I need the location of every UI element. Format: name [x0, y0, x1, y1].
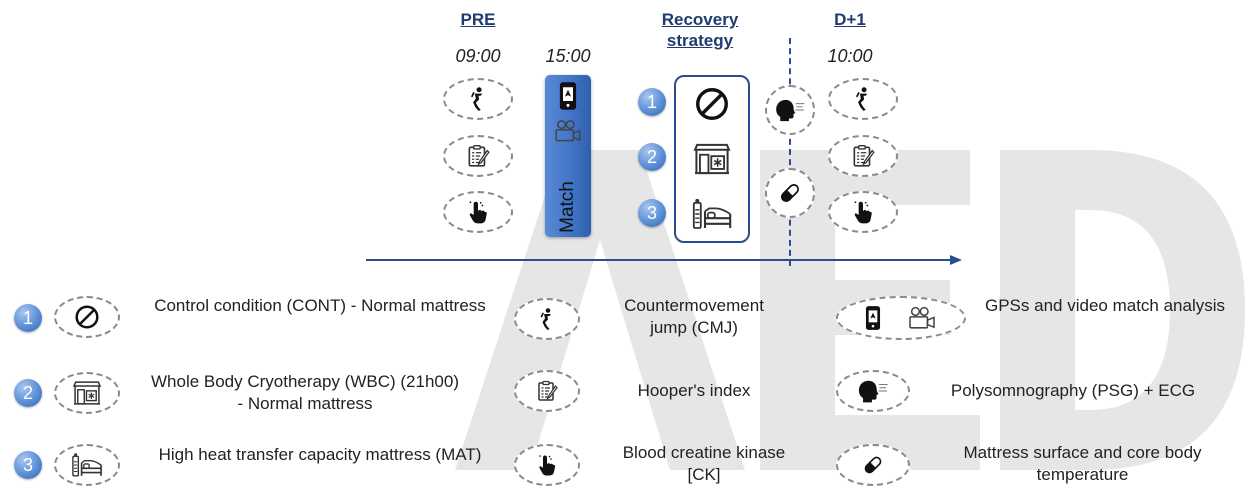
bed-mattress-icon: [691, 197, 733, 231]
legend-psg-oval: [836, 370, 910, 412]
video-camera-icon: [906, 306, 938, 330]
cryo-chamber-icon: [71, 380, 103, 406]
recovery-strategy-box: [674, 75, 750, 243]
legend-number-1: 1: [14, 304, 42, 332]
match-bar: Match: [545, 75, 591, 237]
strategy-number-3: 3: [638, 199, 666, 227]
night-divider: [789, 38, 791, 266]
prohibited-icon: [74, 304, 100, 330]
legend-cmj-text: Countermovement jump (CMJ): [624, 296, 764, 337]
legend-number-3: 3: [14, 451, 42, 479]
gps-phone-icon: [864, 305, 882, 331]
jump-icon: [465, 86, 491, 112]
legend-hooper-oval: [514, 370, 580, 412]
match-label: Match: [557, 181, 578, 233]
legend-ck-oval: [514, 444, 580, 486]
pre-cmj-oval: [443, 78, 513, 120]
time-axis-arrow: [366, 255, 962, 265]
d1-ck-oval: [828, 191, 898, 233]
prohibited-icon: [694, 86, 730, 122]
strategy-number-2: 2: [638, 143, 666, 171]
cryo-chamber-icon: [692, 142, 732, 176]
pre-label: PRE: [460, 10, 496, 29]
legend-temp-text: Mattress surface and core body temperatu…: [963, 443, 1202, 484]
questionnaire-icon: [465, 143, 491, 169]
jump-icon: [535, 307, 559, 331]
sleep-head-icon: [773, 97, 807, 123]
bed-mattress-icon: [70, 452, 104, 478]
sleep-head-icon: [855, 378, 891, 404]
temperature-oval: [765, 168, 815, 218]
legend-cmj-oval: [514, 298, 580, 340]
legend-wbc-text: Whole Body Cryotherapy (WBC) (21h00) - N…: [150, 372, 459, 413]
d1-time: 10:00: [827, 46, 873, 66]
legend-wbc-oval: [54, 372, 120, 414]
gps-phone-icon: [558, 81, 578, 111]
finger-prick-icon: [535, 453, 559, 477]
pre-hooper-oval: [443, 135, 513, 177]
legend-cont-text: Control condition (CONT) - Normal mattre…: [154, 296, 486, 315]
d1-hooper-oval: [828, 135, 898, 177]
pre-time: 09:00: [455, 46, 501, 66]
legend-temp-oval: [836, 444, 910, 486]
match-time: 15:00: [545, 46, 591, 66]
pill-sensor-icon: [777, 180, 803, 206]
legend-ck-text: Blood creatine kinase [CK]: [622, 443, 786, 484]
legend-mat-oval: [54, 444, 120, 486]
jump-icon: [850, 86, 876, 112]
video-camera-icon: [553, 119, 583, 143]
legend-psg-text: Polysomnography (PSG) + ECG: [950, 381, 1196, 400]
legend-gps-text: GPSs and video match analysis: [985, 296, 1226, 315]
legend-cont-oval: [54, 296, 120, 338]
strategy-number-1: 1: [638, 88, 666, 116]
legend-hooper-text: Hooper's index: [637, 381, 751, 400]
pill-sensor-icon: [861, 453, 885, 477]
finger-prick-icon: [850, 199, 876, 225]
legend-mat-text: High heat transfer capacity mattress (MA…: [158, 445, 482, 464]
legend-number-2: 2: [14, 379, 42, 407]
questionnaire-icon: [850, 143, 876, 169]
legend-gps-oval: [836, 296, 966, 340]
questionnaire-icon: [535, 379, 559, 403]
pre-ck-oval: [443, 191, 513, 233]
d1-cmj-oval: [828, 78, 898, 120]
psg-oval: [765, 85, 815, 135]
recovery-strategy-label: Recovery strategy: [661, 10, 739, 50]
finger-prick-icon: [465, 199, 491, 225]
d1-label: D+1: [834, 10, 866, 29]
